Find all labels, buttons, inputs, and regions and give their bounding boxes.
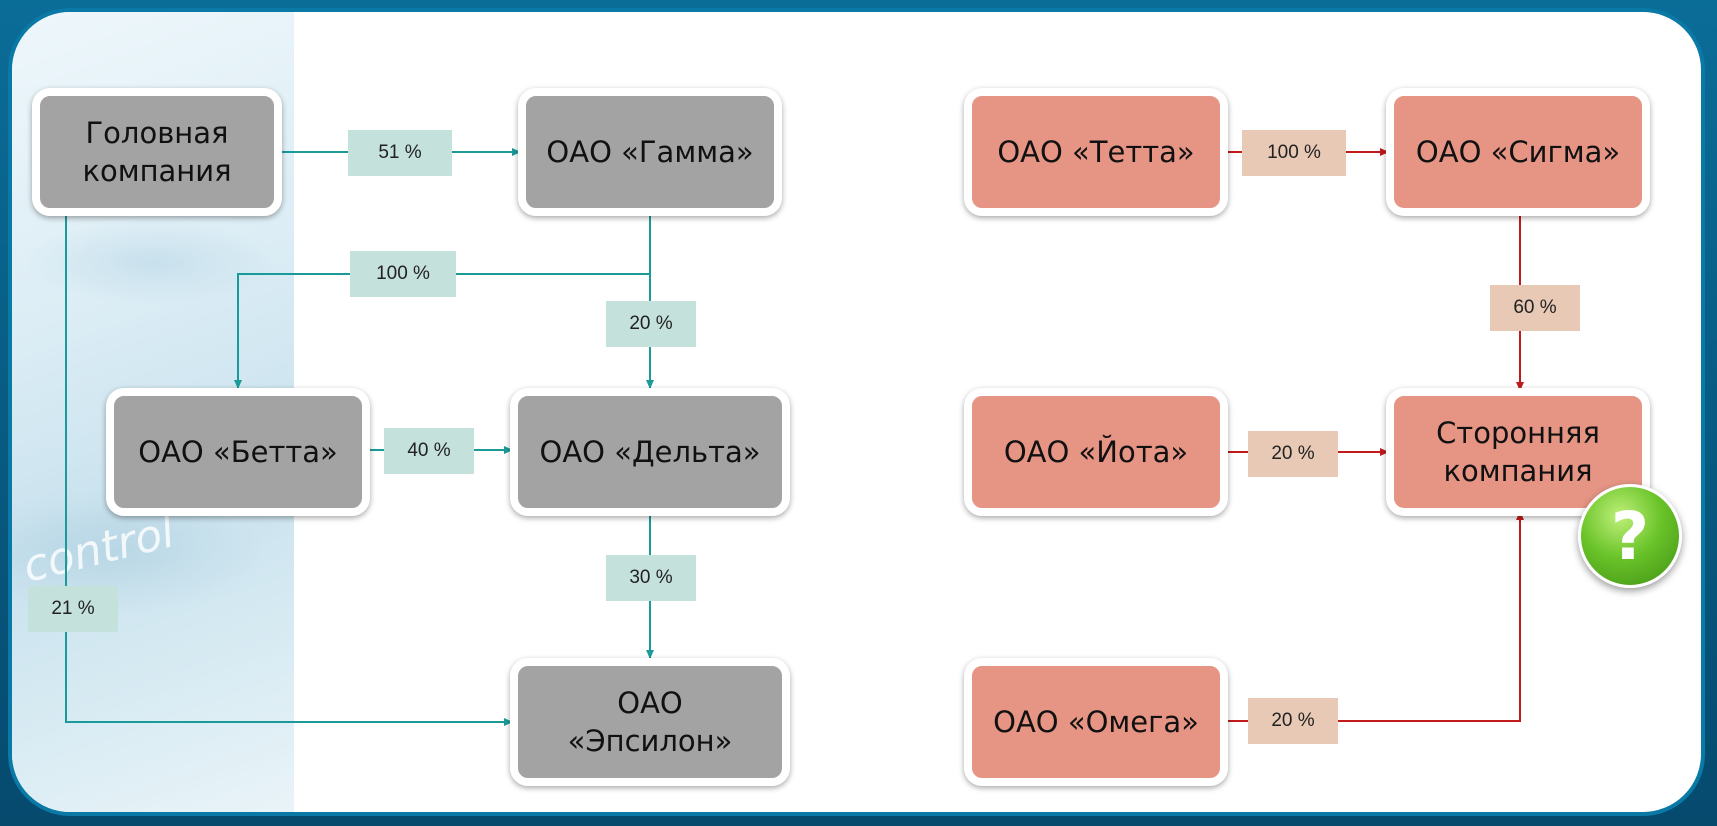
node-head-company[interactable]: Головная компания (32, 88, 282, 216)
edge-gamma-betta (234, 212, 651, 389)
edge-head-epsilon (65, 212, 513, 726)
edge-label-betta-delta: 40 % (384, 428, 474, 474)
edge-omega-third (1226, 511, 1524, 722)
edge-label-gamma-betta: 100 % (350, 251, 456, 297)
edge-label-head-epsilon: 21 % (28, 586, 118, 632)
node-oao-delta[interactable]: ОАО «Дельта» (510, 388, 790, 516)
edge-label-delta-epsilon: 30 % (606, 555, 696, 601)
edge-label-sigma-third: 60 % (1490, 285, 1580, 331)
question-mark-icon[interactable]: ? (1578, 484, 1682, 588)
node-oao-omega[interactable]: ОАО «Омега» (964, 658, 1228, 786)
edge-label-head-gamma: 51 % (348, 130, 452, 176)
edge-label-tetta-sigma: 100 % (1242, 130, 1346, 176)
node-oao-epsilon[interactable]: ОАО «Эпсилон» (510, 658, 790, 786)
node-oao-sigma[interactable]: ОАО «Сигма» (1386, 88, 1650, 216)
node-oao-gamma[interactable]: ОАО «Гамма» (518, 88, 782, 216)
edge-label-omega-third: 20 % (1248, 698, 1338, 744)
edge-label-iota-third: 20 % (1248, 431, 1338, 477)
node-oao-betta[interactable]: ОАО «Бетта» (106, 388, 370, 516)
node-oao-iota[interactable]: ОАО «Йота» (964, 388, 1228, 516)
node-oao-tetta[interactable]: ОАО «Тетта» (964, 88, 1228, 216)
edge-label-gamma-delta: 20 % (606, 301, 696, 347)
